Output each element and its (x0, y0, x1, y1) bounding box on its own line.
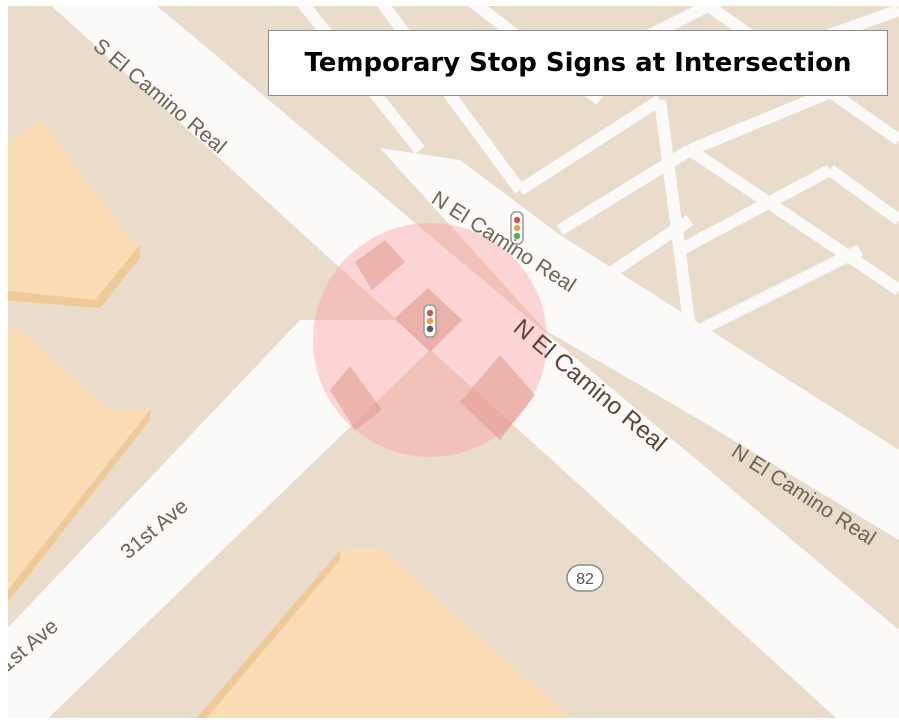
building-bottom (196, 548, 572, 718)
map-title: Temporary Stop Signs at Intersection (304, 48, 852, 78)
traffic-light-icon-upper (510, 211, 524, 245)
highway-shield-number: 82 (576, 571, 594, 588)
road-el-camino-main (51, 6, 899, 718)
building-left-bottom (8, 330, 150, 602)
road-el-camino-north (380, 148, 899, 540)
title-box: Temporary Stop Signs at Intersection (268, 30, 888, 96)
road-31st-ave (8, 320, 430, 718)
building-left-top (8, 120, 140, 308)
traffic-light-icon-center (423, 304, 437, 338)
highway-shield-icon: 82 (566, 564, 604, 592)
